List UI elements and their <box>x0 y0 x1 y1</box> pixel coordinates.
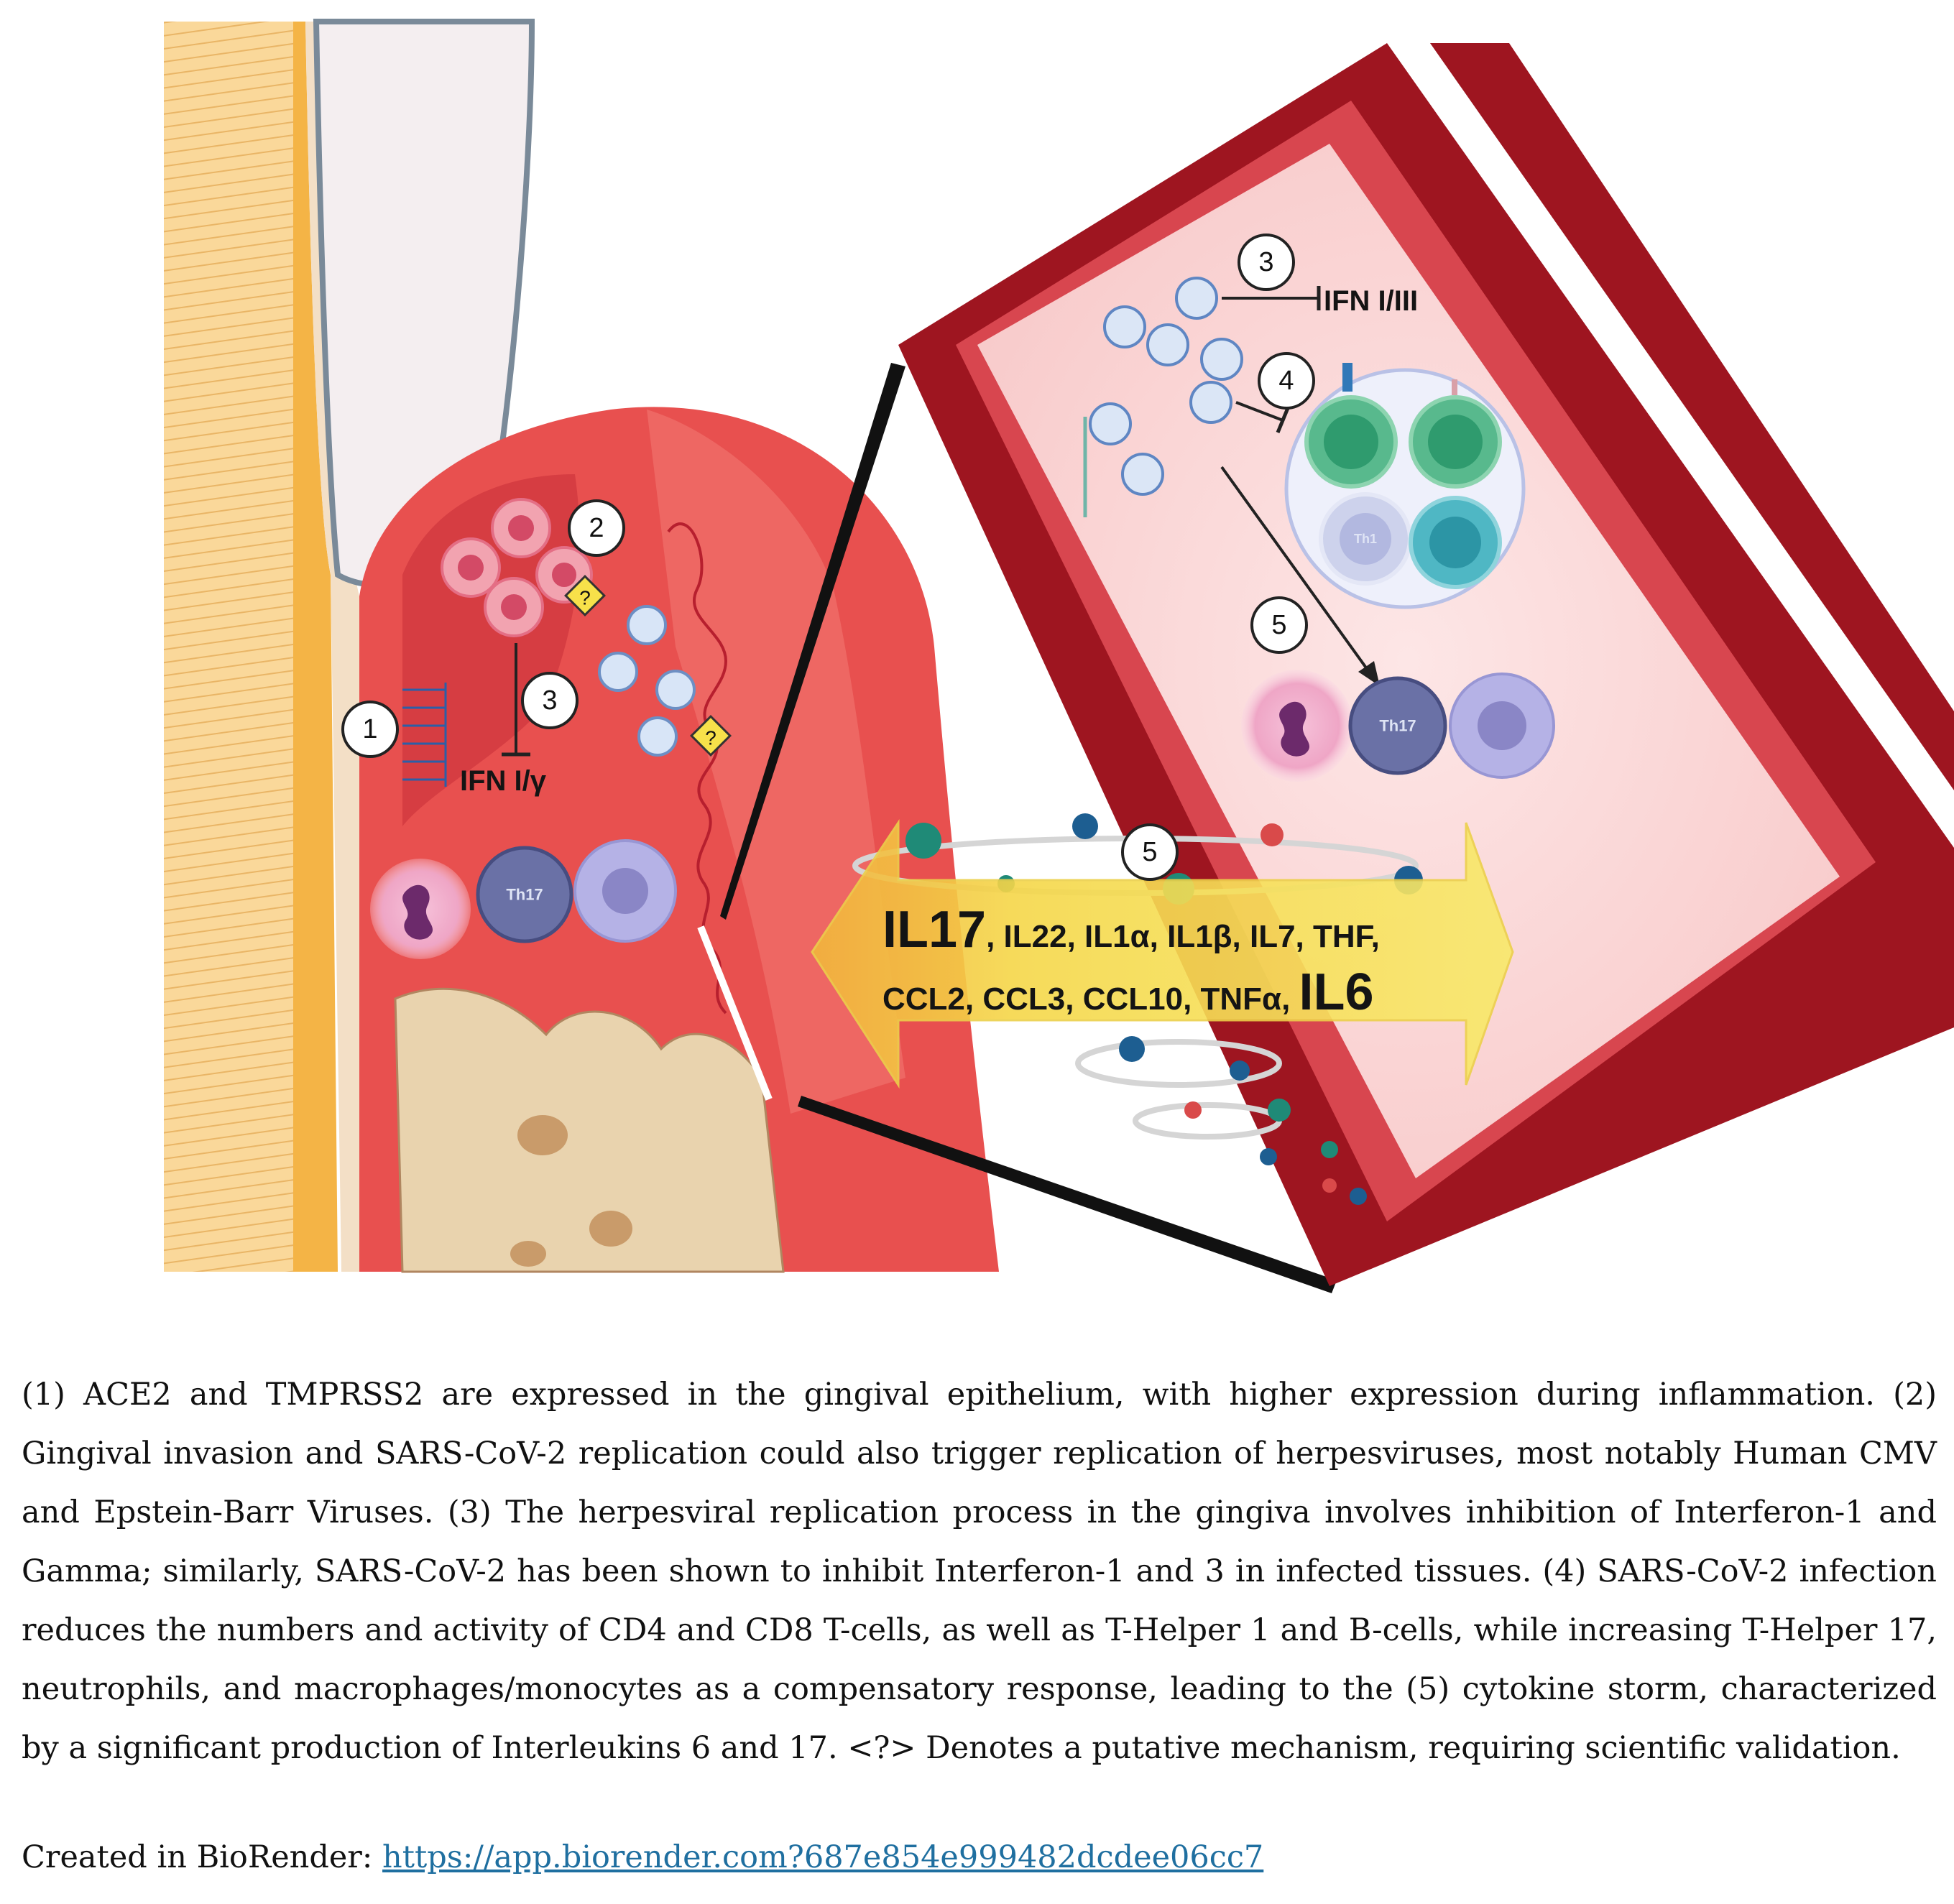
sars-cov-2-particles <box>1089 277 1243 496</box>
cytokine-list-line-1: IL17, IL22, IL1α, IL1β, IL7, THF, <box>882 901 1380 958</box>
macrophage-nucleus-vessel <box>1478 701 1526 750</box>
svg-text:?: ? <box>579 587 591 609</box>
vessel-wall-outer <box>1430 43 1954 790</box>
cytokine-list-2: CCL2, CCL3, CCL10, TNFα, <box>882 981 1299 1017</box>
th17-label-gingiva: Th17 <box>506 886 543 904</box>
ifn-vessel-label: IFN I/III <box>1324 285 1418 317</box>
marker-1: 1 <box>341 701 399 758</box>
bone-marrow-spot <box>510 1241 546 1267</box>
cd8-receptor <box>1452 379 1457 395</box>
svg-text:?: ? <box>705 727 716 749</box>
zoom-origin-marker <box>697 925 773 1101</box>
induction-arrow <box>1220 466 1370 673</box>
th17-cell-gingiva <box>476 846 573 943</box>
th1-label: Th1 <box>1354 532 1377 546</box>
bone-marrow-spot <box>517 1115 568 1155</box>
b-cell-nucleus <box>1429 517 1481 568</box>
zoom-line-upper <box>720 363 905 920</box>
marker-5-vessel: 5 <box>1250 596 1308 654</box>
figure-caption: (1) ACE2 and TMPRSS2 are expressed in th… <box>22 1377 1937 1766</box>
neutrophil-nucleus <box>402 884 433 940</box>
inhibition-bar-tcells <box>1276 407 1290 433</box>
zoom-line-lower <box>798 1096 1337 1293</box>
putative-mechanism-marker: ? <box>564 575 606 616</box>
ace2-receptors <box>402 683 447 787</box>
induction-arrowhead <box>1358 661 1380 686</box>
cd8-nucleus <box>1428 415 1483 469</box>
gingiva-sars-cov-2-diagram: ? ? IFN I/γ Th17 1 2 3 <box>164 19 1954 1293</box>
biorender-credit: Created in BioRender: https://app.bioren… <box>22 1839 1263 1875</box>
th1-nucleus <box>1340 513 1391 565</box>
ifn-gingiva-label: IFN I/γ <box>460 765 547 797</box>
svg-text:5: 5 <box>1271 610 1286 640</box>
putative-mechanism-marker: ? <box>690 715 732 757</box>
tooth-root-dentin <box>164 22 293 1272</box>
neutrophil-nucleus-vessel <box>1279 701 1310 757</box>
marker-2: 2 <box>568 499 625 557</box>
marker-4: 4 <box>1258 352 1315 410</box>
svg-text:2: 2 <box>589 513 604 543</box>
alveolar-bone <box>394 987 785 1273</box>
biorender-link[interactable]: https://app.biorender.com?687e854e999482… <box>382 1839 1264 1875</box>
macrophage-nucleus <box>602 868 648 914</box>
cementum-layer <box>305 22 359 1272</box>
cytokine-storm-arrow <box>811 819 1514 1089</box>
marker-5-gingiva: 5 <box>1121 823 1179 881</box>
marker-3-gingiva: 3 <box>521 672 579 729</box>
marker-3-vessel: 3 <box>1238 234 1295 291</box>
svg-text:3: 3 <box>542 685 557 716</box>
svg-text:1: 1 <box>362 714 377 744</box>
tooth-enamel-edge <box>293 22 338 1272</box>
cytokine-il17: IL17 <box>882 901 986 958</box>
infected-epithelial-cells <box>441 498 593 637</box>
th17-cell-vessel <box>1348 676 1447 775</box>
credit-prefix: Created in BioRender: <box>22 1839 383 1875</box>
cytokine-particles <box>905 813 1423 1205</box>
svg-text:5: 5 <box>1142 837 1157 867</box>
svg-text:4: 4 <box>1278 366 1294 396</box>
cytokine-list-line-2: CCL2, CCL3, CCL10, TNFα, IL6 <box>882 963 1374 1021</box>
svg-text:3: 3 <box>1258 247 1273 277</box>
cytokine-il6: IL6 <box>1299 963 1374 1021</box>
cd4-nucleus <box>1324 415 1378 469</box>
bone-marrow-spot <box>589 1211 632 1247</box>
inhibition-line-tcells <box>1235 401 1284 422</box>
cytokine-list-1: , IL22, IL1α, IL1β, IL7, THF, <box>986 919 1380 954</box>
cd4-receptor <box>1342 363 1352 392</box>
th17-label-vessel: Th17 <box>1379 717 1416 735</box>
herpesvirus-particles <box>598 605 696 757</box>
